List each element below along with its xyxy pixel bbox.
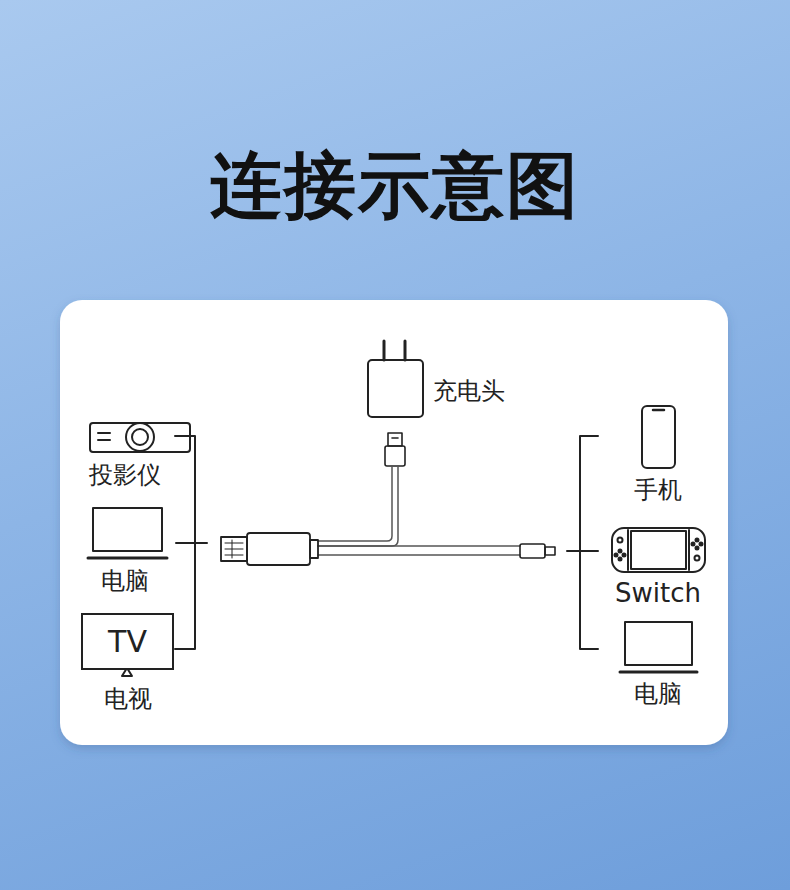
device-label: 手机 <box>634 475 682 505</box>
page-title: 连接示意图 <box>0 140 790 230</box>
device-label: 投影仪 <box>89 460 161 490</box>
label-text: 电脑 <box>101 566 149 596</box>
device-label: Switch <box>615 578 701 608</box>
label-text: 充电头 <box>433 376 505 406</box>
laptop-icon <box>620 622 697 672</box>
cable <box>318 554 520 556</box>
switch-icon <box>612 528 705 572</box>
charger-icon <box>368 341 423 417</box>
device-label: 电脑 <box>634 679 682 709</box>
label-text: 电脑 <box>634 679 682 709</box>
label-text: 手机 <box>634 475 682 505</box>
label-text: 电视 <box>104 684 152 714</box>
label-text: 投影仪 <box>89 460 161 490</box>
cable <box>318 545 520 547</box>
bracket <box>567 436 598 649</box>
cable <box>318 466 392 541</box>
laptop-icon <box>88 508 167 558</box>
phone-icon <box>642 406 675 468</box>
cable <box>318 466 398 546</box>
tv-box: TV电视 <box>81 613 174 670</box>
label-text: TV <box>83 615 172 668</box>
projector-icon <box>90 423 190 452</box>
device-label: 充电头 <box>433 376 505 406</box>
label-text: Switch <box>615 578 701 608</box>
panel <box>60 300 728 745</box>
bracket <box>175 436 207 649</box>
hdmi-adapter <box>221 533 318 565</box>
device-label: 电脑 <box>101 566 149 596</box>
usb-plug <box>385 433 405 466</box>
micro-plug <box>520 544 555 558</box>
